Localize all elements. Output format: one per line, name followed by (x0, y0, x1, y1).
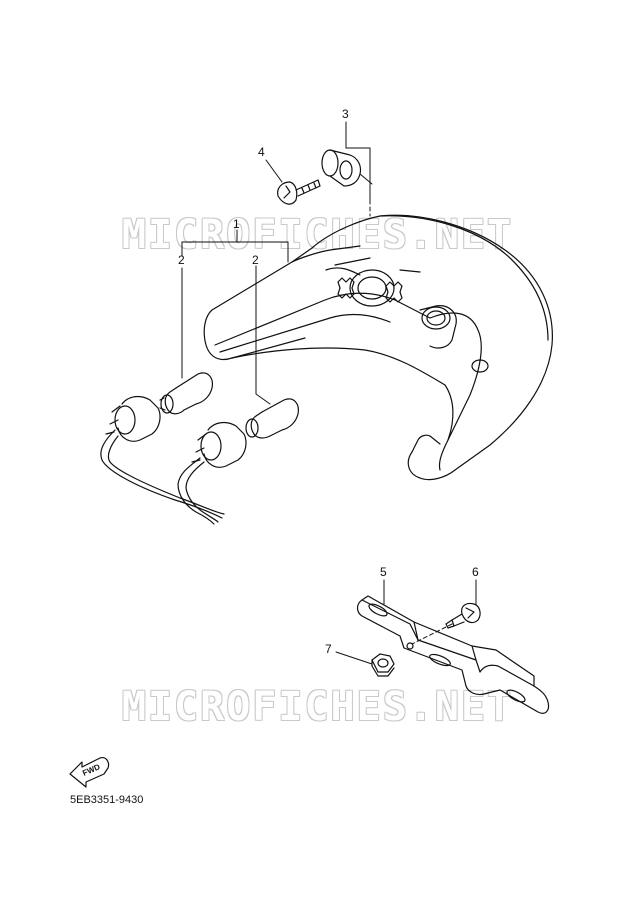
bulb-lower (245, 398, 299, 439)
callout-6: 6 (472, 565, 479, 579)
grommet (321, 149, 362, 187)
bolt (445, 602, 481, 629)
socket-lower (177, 421, 247, 525)
callout-7: 7 (325, 642, 332, 656)
callout-4: 4 (258, 145, 265, 159)
license-bracket (356, 595, 550, 714)
callout-3: 3 (342, 107, 349, 121)
callout-5: 5 (380, 565, 387, 579)
screw (277, 179, 321, 205)
callout-2-left: 2 (178, 253, 185, 267)
fwd-arrow-icon: FWD (69, 757, 110, 788)
callout-1: 1 (233, 217, 240, 231)
diagram-code: 5EB3351-9430 (70, 794, 144, 806)
socket-upper (100, 395, 225, 519)
callout-2-right: 2 (252, 253, 259, 267)
bulb-upper (159, 372, 213, 415)
tail-light-housing (203, 214, 553, 481)
leader-lines (181, 121, 477, 665)
nut (371, 653, 395, 677)
